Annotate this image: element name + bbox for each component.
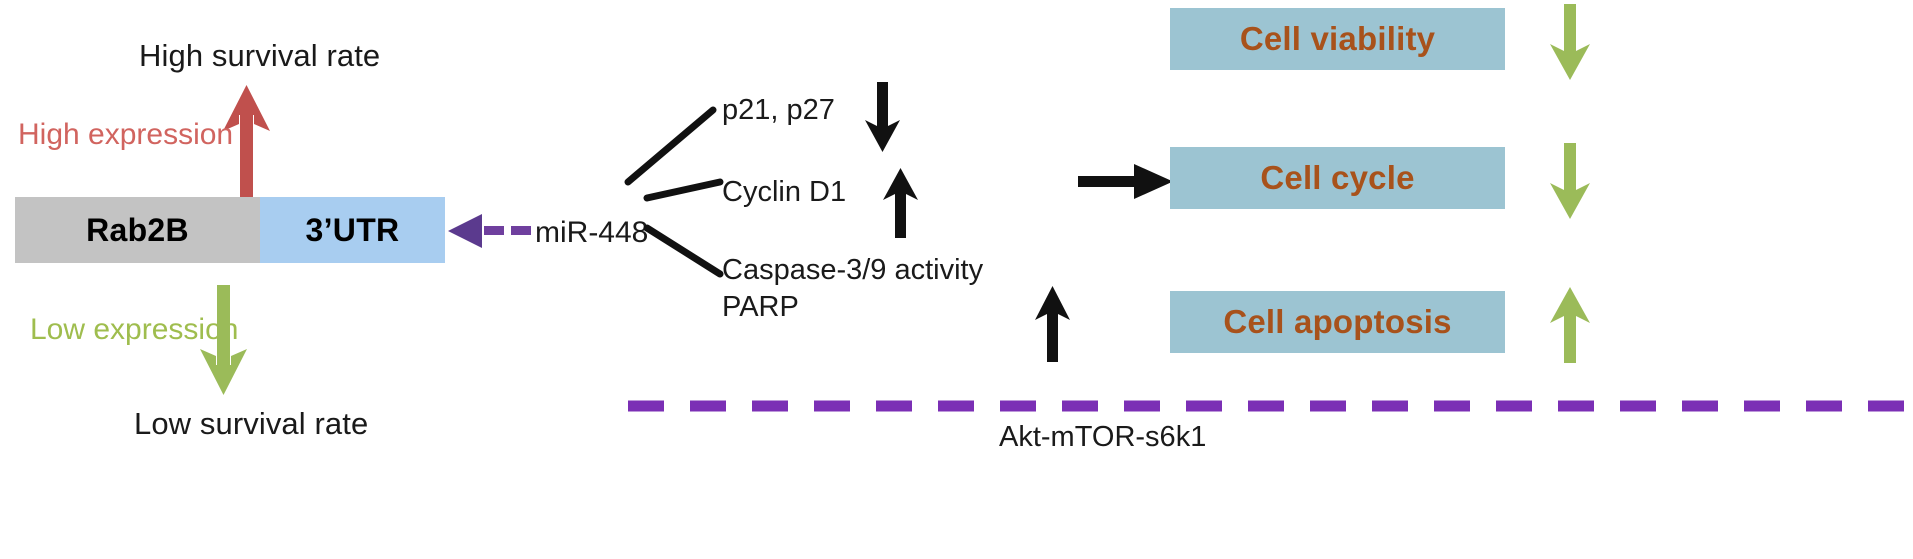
cell-cycle-decrease-arrow-icon	[1550, 143, 1590, 219]
low-survival-rate-label: Low survival rate	[134, 406, 369, 441]
mirna-label: miR-448	[535, 216, 649, 249]
p21-p27-down-arrow-icon	[865, 82, 900, 152]
target-label-1: Cyclin D1	[722, 176, 847, 208]
high-expression-label: High expression	[18, 118, 234, 151]
cyclin-d1-up-arrow-icon	[883, 168, 918, 238]
outcome-label-2: Cell apoptosis	[1223, 303, 1452, 340]
to-cell-apoptosis-up-arrow-icon	[1035, 286, 1070, 362]
target-label-2-line2: PARP	[722, 291, 799, 323]
outcome-box-cell-viability: Cell viability	[1170, 8, 1505, 70]
cell-viability-decrease-arrow-icon	[1550, 4, 1590, 80]
outcome-box-cell-cycle: Cell cycle	[1170, 147, 1505, 209]
target-label-2: Caspase-3/9 activity	[722, 254, 984, 286]
gene-utr-segment: 3’UTR	[260, 197, 445, 263]
to-cell-cycle-right-arrow-icon	[1078, 164, 1173, 199]
gene-cds-segment: Rab2B	[15, 197, 260, 263]
target-label-0: p21, p27	[722, 94, 835, 126]
outcome-box-cell-apoptosis: Cell apoptosis	[1170, 291, 1505, 353]
outcome-label-0: Cell viability	[1239, 20, 1436, 57]
cell-apoptosis-increase-arrow-icon	[1550, 287, 1590, 363]
high-survival-rate-label: High survival rate	[139, 38, 381, 73]
akt-mtor-pathway-dashed-line	[628, 400, 1913, 412]
outcome-label-1: Cell cycle	[1260, 159, 1415, 196]
pathway-label: Akt-mTOR-s6k1	[999, 421, 1207, 453]
low-expression-label: Low expression	[30, 313, 239, 346]
gene-bar: Rab2B 3’UTR	[15, 197, 445, 263]
mirna-inhibition-arrow-icon	[448, 214, 531, 248]
